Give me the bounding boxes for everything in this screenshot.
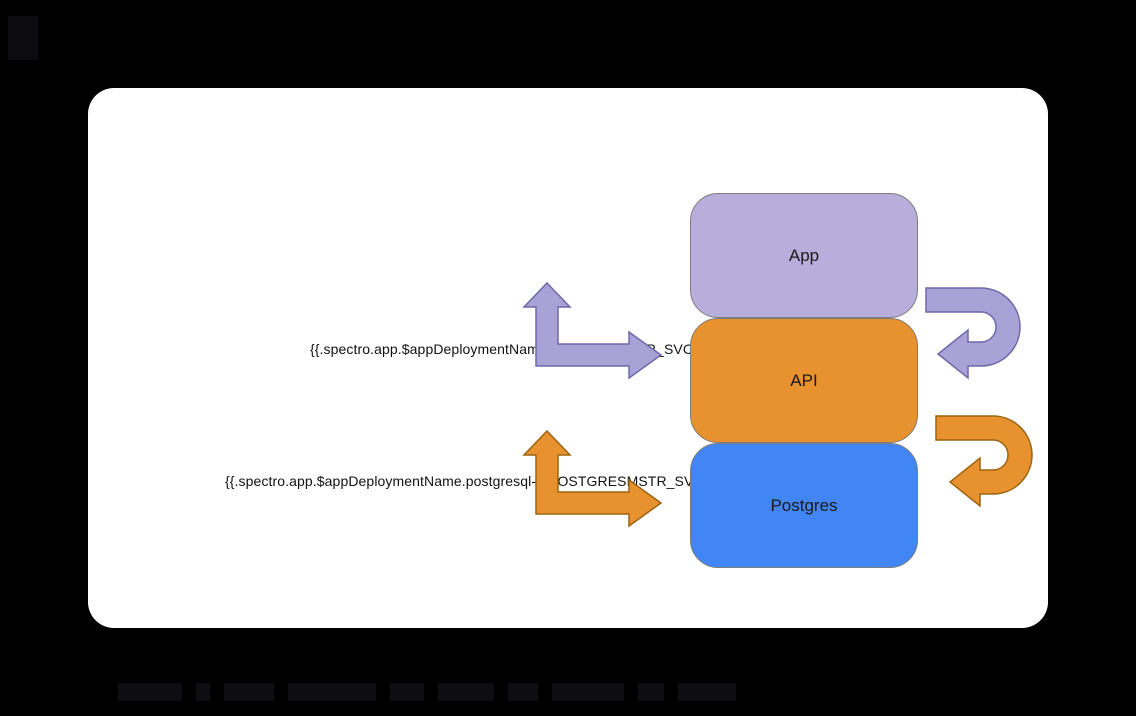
app-node-label: App (788, 245, 820, 265)
background-artifact (638, 683, 664, 701)
background-artifact (196, 683, 210, 701)
postgres-node-box: Postgres (690, 443, 918, 568)
background-artifact-row (118, 683, 736, 701)
background-artifact (288, 683, 376, 701)
background-artifact (224, 683, 274, 701)
api-node-label: API (790, 370, 818, 390)
background-artifact (438, 683, 494, 701)
background-artifact (118, 683, 182, 701)
background-artifact (552, 683, 624, 701)
app-node-box: App (690, 193, 918, 318)
api-node-box: API (690, 318, 918, 443)
background-artifact (8, 16, 38, 60)
postgres-master-svc-label: {{.spectro.app.$appDeploymentName.postgr… (225, 473, 714, 489)
background-artifact (508, 683, 538, 701)
postgres-node-label: Postgres (770, 495, 838, 515)
background-artifact (678, 683, 736, 701)
api-container-svc-label: {{.spectro.app.$appDeploymentName.api.CO… (310, 341, 703, 357)
background-artifact (390, 683, 424, 701)
